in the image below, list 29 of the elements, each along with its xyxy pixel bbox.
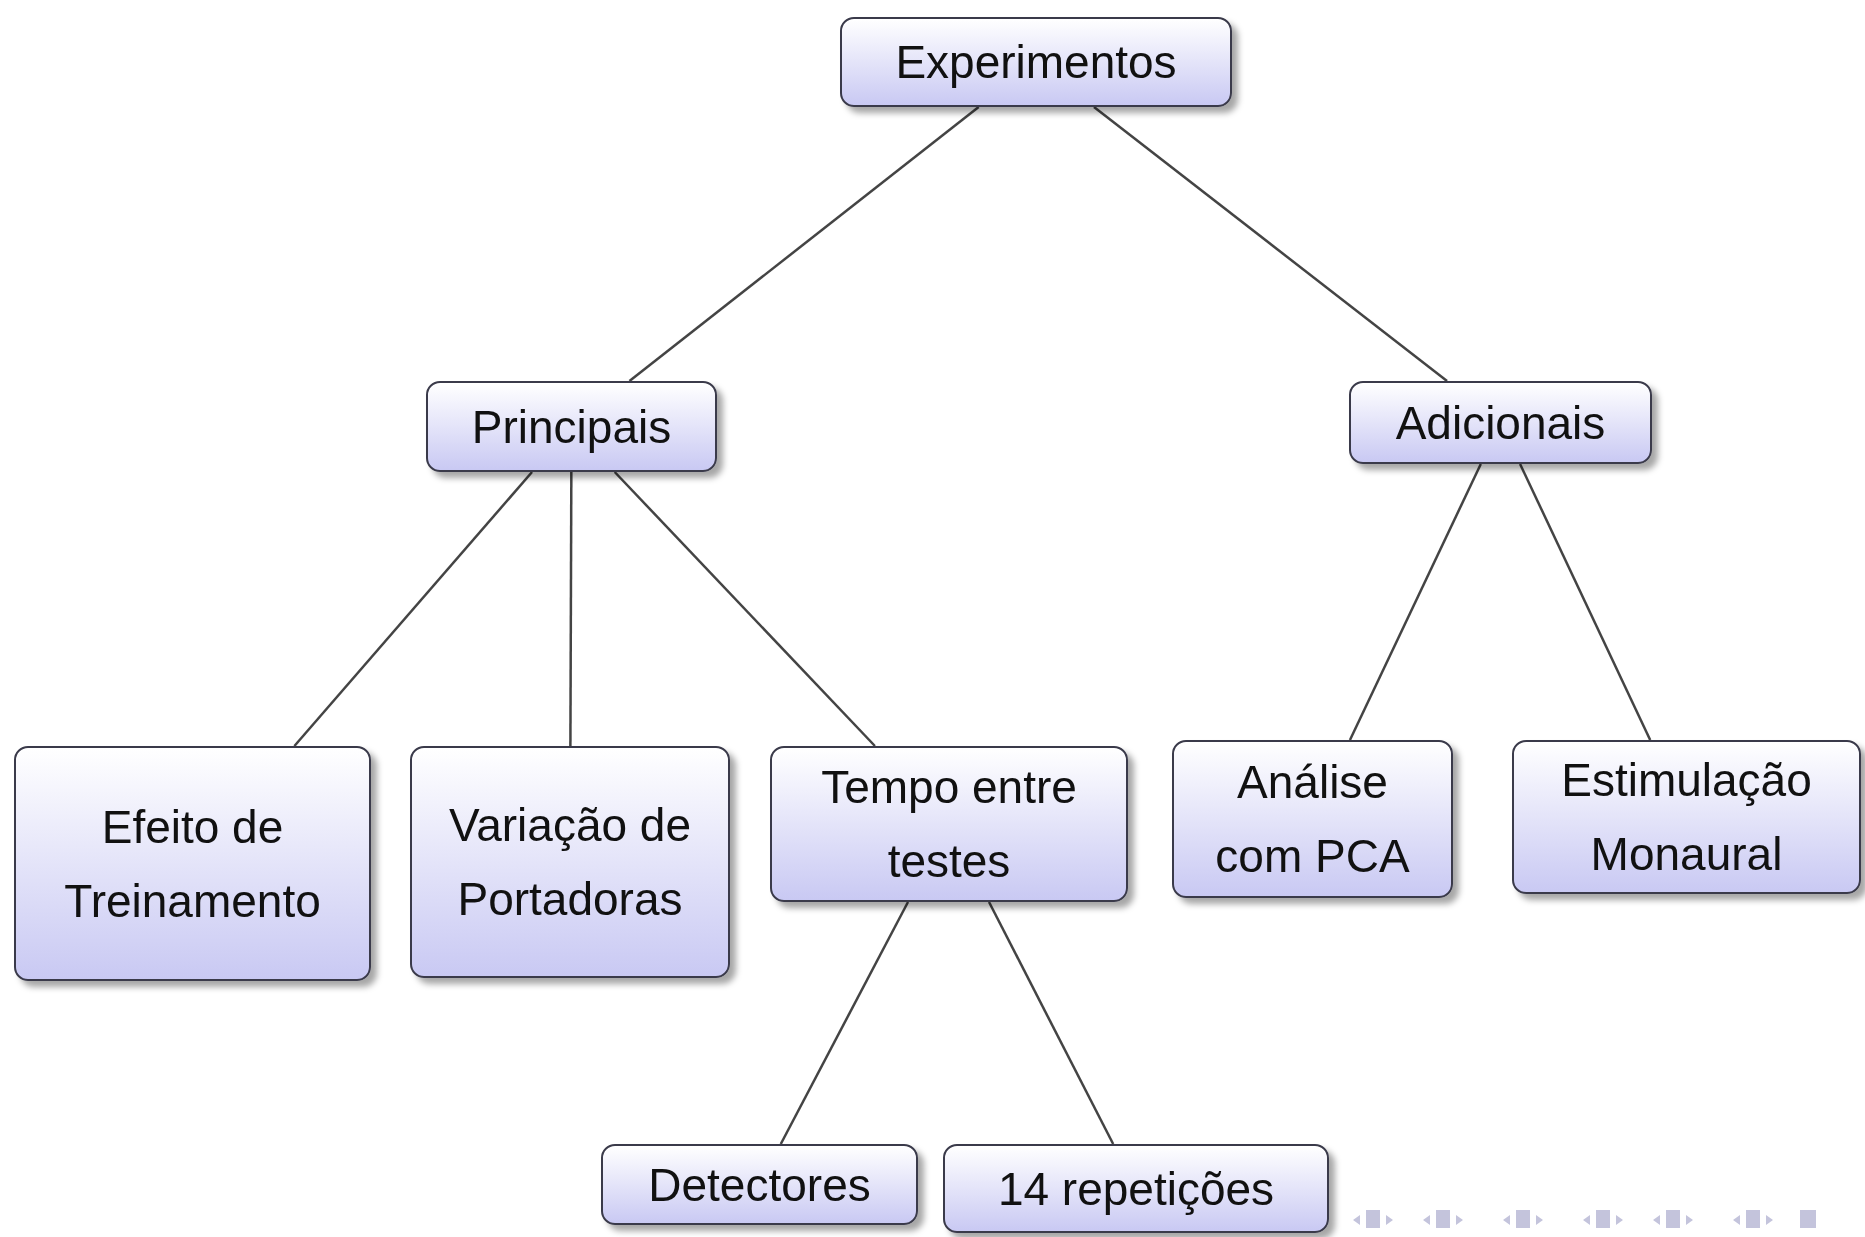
rounded-box: [410, 746, 730, 978]
rounded-box: [943, 1144, 1329, 1233]
connector-line: [779, 901, 910, 1145]
rounded-box: [1172, 740, 1453, 898]
box-label: Adicionais: [1395, 395, 1606, 451]
connector-line: [613, 471, 876, 747]
box-label: Experimentos: [895, 35, 1177, 90]
box-label: 14 repetições: [997, 1161, 1275, 1217]
connector-line: [628, 106, 980, 382]
box-label: Efeito de Treinamento: [63, 799, 322, 929]
rounded-box: [840, 17, 1232, 107]
rounded-box: [14, 746, 371, 981]
connector-line: [1518, 463, 1652, 741]
rounded-box: [1349, 381, 1652, 464]
connector-line: [1348, 463, 1482, 741]
rounded-box: [601, 1144, 918, 1225]
box-label: Estimulação Monaural: [1560, 753, 1813, 882]
box-label: Detectores: [648, 1157, 871, 1213]
connector-line: [1093, 106, 1448, 382]
rounded-box: [426, 381, 717, 472]
box-label: Análise com PCA: [1214, 755, 1411, 884]
rounded-box: [770, 746, 1128, 902]
connector-line: [569, 472, 573, 746]
box-label: Variação de Portadoras: [447, 798, 693, 927]
box-label: Principais: [471, 399, 672, 455]
box-label: Tempo entre testes: [820, 760, 1078, 889]
rounded-box: [1512, 740, 1861, 894]
connector-line: [293, 471, 533, 747]
connector-line: [987, 901, 1115, 1145]
